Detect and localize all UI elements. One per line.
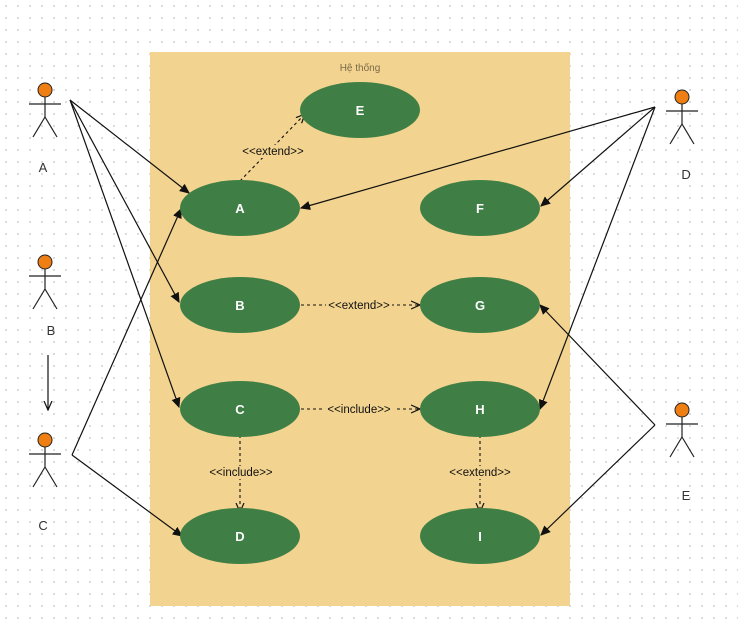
- usecase-f[interactable]: F: [420, 180, 540, 236]
- svg-text:H: H: [475, 402, 484, 417]
- relation-c-d-label: <<include>>: [209, 467, 273, 479]
- actor-head-icon: [37, 82, 53, 98]
- actor-e[interactable]: E: [666, 402, 698, 503]
- actor-e-associations: [540, 305, 656, 535]
- actor-head-icon: [674, 402, 690, 418]
- svg-text:G: G: [475, 298, 485, 313]
- actor-d-associations: [301, 106, 656, 409]
- actor-c-label: C: [38, 518, 47, 533]
- svg-text:C: C: [235, 402, 245, 417]
- svg-text:B: B: [235, 298, 244, 313]
- relation-b-g-label: <<extend>>: [328, 300, 390, 312]
- usecase-c[interactable]: C: [180, 381, 300, 437]
- relation-c-d: <<include>>: [205, 435, 277, 512]
- svg-text:A: A: [235, 201, 245, 216]
- actor-c-associations: [71, 209, 182, 536]
- usecase-e[interactable]: E: [300, 82, 420, 138]
- actor-b[interactable]: B: [29, 254, 61, 338]
- relation-a-e: <<extend>>: [239, 114, 306, 182]
- actor-head-icon: [37, 432, 53, 448]
- usecase-b[interactable]: B: [180, 277, 300, 333]
- svg-text:D: D: [235, 529, 244, 544]
- usecase-g[interactable]: G: [420, 277, 540, 333]
- actor-a[interactable]: A: [29, 82, 61, 175]
- relation-b-g: <<extend>>: [301, 298, 420, 312]
- relation-h-i-label: <<extend>>: [449, 467, 511, 479]
- system-title: Hệ thống: [340, 62, 381, 74]
- relation-a-e-label: <<extend>>: [242, 146, 304, 158]
- actor-head-icon: [674, 89, 690, 105]
- actor-b-label: B: [47, 323, 56, 338]
- svg-text:I: I: [478, 529, 482, 544]
- usecase-h[interactable]: H: [420, 381, 540, 437]
- relation-c-h: <<include>>: [301, 402, 420, 416]
- usecase-i[interactable]: I: [420, 508, 540, 564]
- actor-head-icon: [37, 254, 53, 270]
- actor-c[interactable]: C: [29, 432, 61, 533]
- usecase-d[interactable]: D: [180, 508, 300, 564]
- svg-text:E: E: [356, 103, 365, 118]
- actor-d[interactable]: D: [666, 89, 698, 182]
- actor-a-associations: [69, 99, 189, 407]
- actor-d-label: D: [681, 167, 690, 182]
- svg-text:F: F: [476, 201, 484, 216]
- actor-a-label: A: [39, 160, 48, 175]
- actor-e-label: E: [682, 488, 691, 503]
- relation-h-i: <<extend>>: [447, 435, 513, 512]
- usecase-a[interactable]: A: [180, 180, 300, 236]
- relation-c-h-label: <<include>>: [327, 404, 391, 416]
